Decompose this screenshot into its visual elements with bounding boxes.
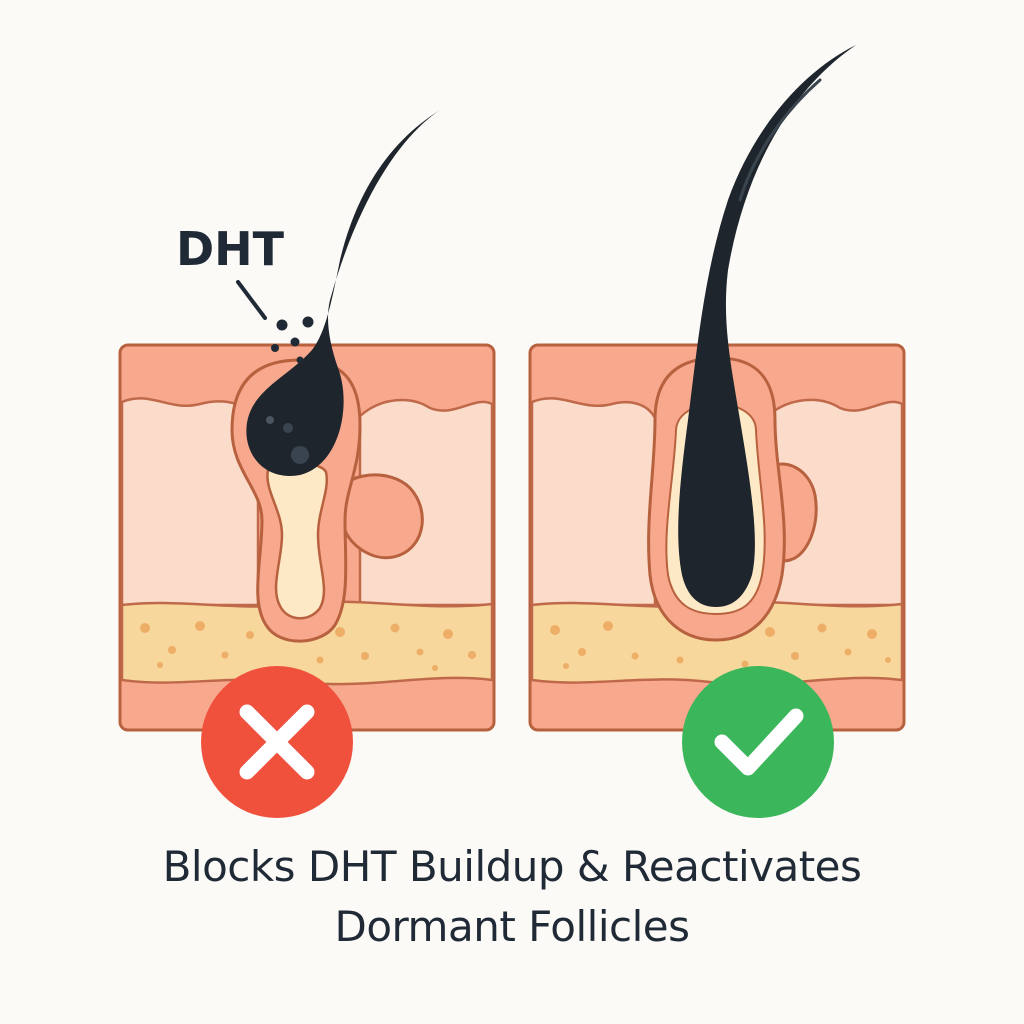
dht-particles	[271, 316, 314, 364]
hair-right-shine	[738, 78, 822, 202]
reactivated-status-badge	[682, 666, 834, 818]
fat-dots-right	[550, 621, 891, 669]
hair-left	[246, 110, 440, 476]
dermis-right	[530, 397, 657, 607]
dht-label: DHT	[176, 222, 285, 276]
x-icon	[239, 704, 315, 780]
fat-dots-left	[140, 621, 476, 671]
hair-right	[678, 45, 856, 607]
bulb-highlight-3	[283, 423, 293, 433]
fat-layer-left	[120, 600, 494, 686]
caption-line-1: Blocks DHT Buildup & Reactivates	[162, 842, 862, 891]
bulb-highlight-1	[266, 416, 274, 424]
dermis-right-right	[768, 398, 904, 607]
dht-pointer-line	[236, 280, 267, 320]
sebaceous-gland-left	[328, 473, 424, 560]
checkmark-icon	[714, 708, 804, 776]
caption-line-2: Dormant Follicles	[334, 902, 690, 951]
blocked-status-badge	[201, 666, 353, 818]
blocked-follicle-panel: DHT	[118, 110, 496, 732]
shrunken-follicle-left	[266, 461, 329, 620]
reactivated-follicle-panel	[528, 45, 906, 732]
bulb-highlight-2	[291, 446, 309, 464]
